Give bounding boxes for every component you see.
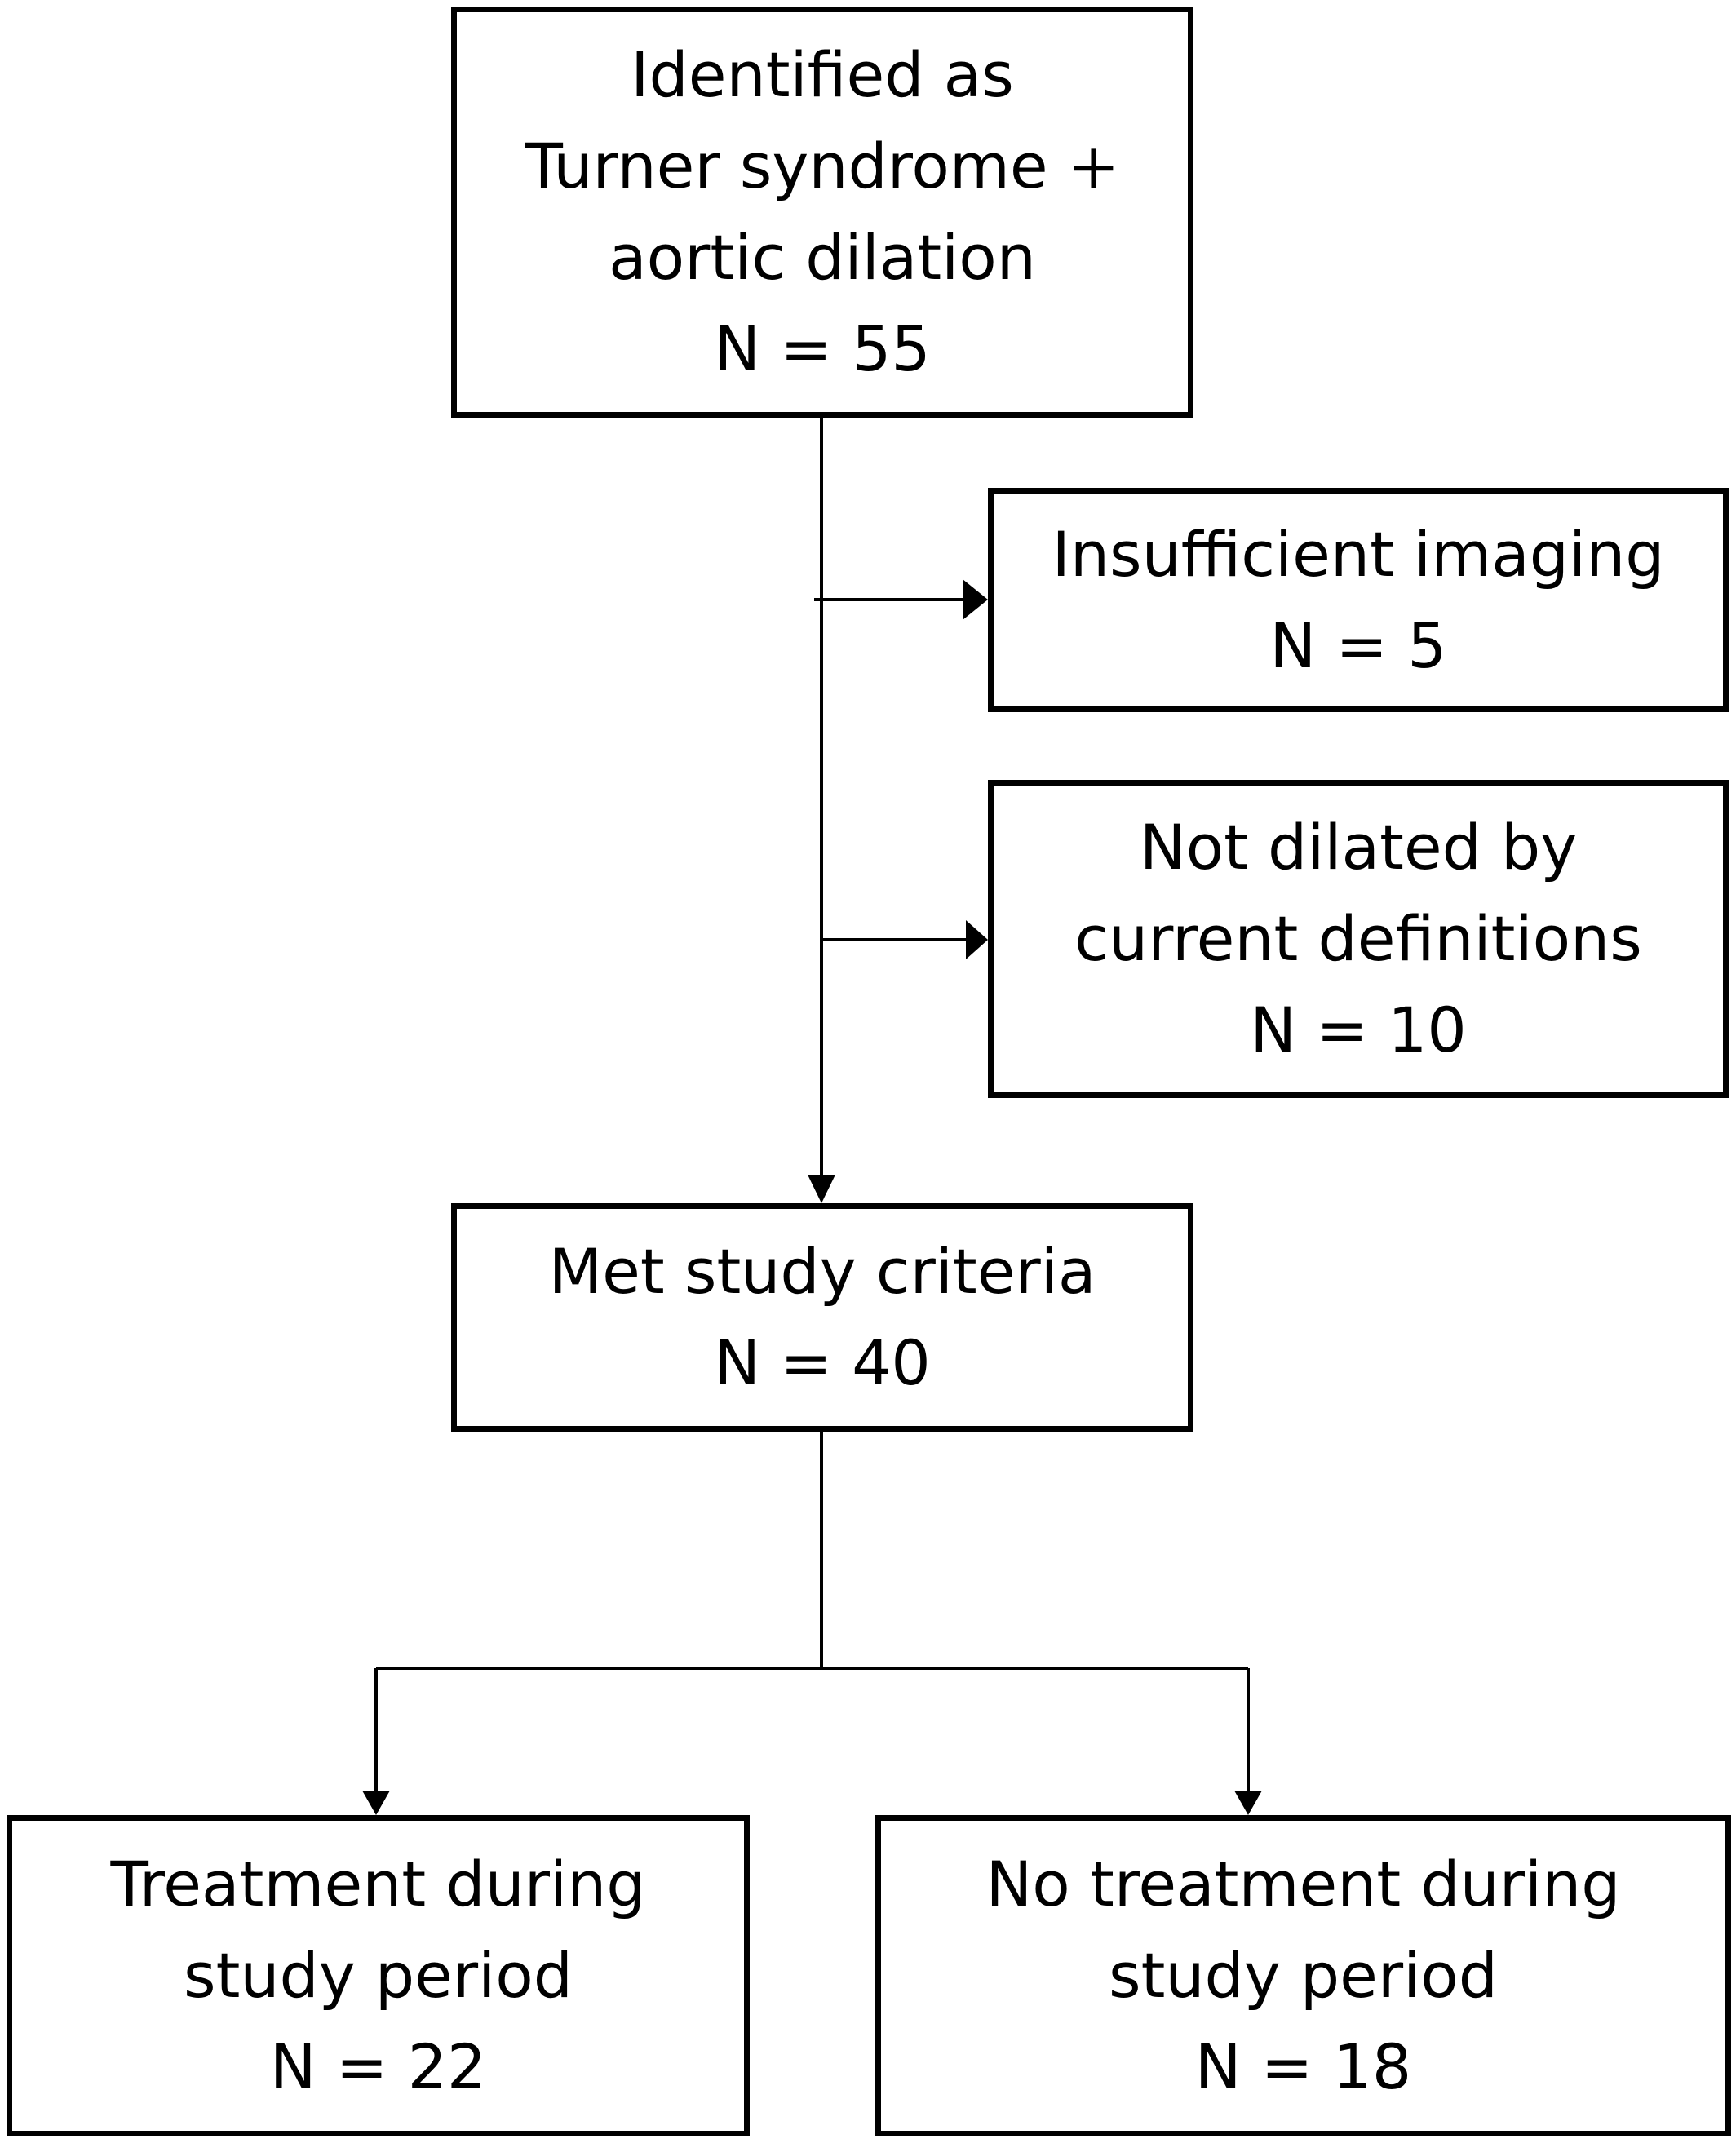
arrowhead-to-met-criteria	[808, 1175, 835, 1203]
box-treatment-during-study: Treatment during study period N = 22	[7, 1815, 750, 2136]
box-met-study-criteria: Met study criteria N = 40	[451, 1203, 1194, 1432]
box-insufficient-line-1: Insufficient imaging	[1052, 517, 1665, 591]
box-met-line-1: Met study criteria	[548, 1235, 1096, 1308]
box-insufficient-count: N = 5	[1269, 609, 1447, 682]
arrowhead-to-insufficient	[963, 579, 988, 620]
box-no-treatment-line-2: study period	[1108, 1939, 1499, 2012]
box-treatment-line-2: study period	[183, 1939, 574, 2012]
box-not-dilated: Not dilated by current definitions N = 1…	[988, 780, 1729, 1098]
box-not-dilated-count: N = 10	[1250, 994, 1467, 1066]
arrowhead-to-treatment	[362, 1791, 390, 1815]
box-no-treatment-count: N = 18	[1194, 2030, 1412, 2103]
arrowhead-to-no-treatment	[1234, 1791, 1262, 1815]
box-not-dilated-line-1: Not dilated by	[1139, 811, 1578, 883]
arrowhead-to-not-dilated	[966, 920, 988, 959]
box-identified-line-1: Identified as	[631, 38, 1014, 111]
box-no-treatment-line-1: No treatment during	[985, 1848, 1621, 1920]
box-identified-count: N = 55	[714, 312, 931, 385]
box-identified-line-2: Turner syndrome +	[525, 130, 1120, 202]
box-treatment-line-1: Treatment during	[110, 1848, 646, 1920]
box-not-dilated-line-2: current definitions	[1074, 902, 1642, 975]
box-met-count: N = 40	[714, 1326, 931, 1399]
box-treatment-count: N = 22	[269, 2030, 487, 2103]
box-identified-line-3: aortic dilation	[609, 221, 1036, 294]
box-no-treatment-during-study: No treatment during study period N = 18	[875, 1815, 1731, 2136]
box-identified-turner-aortic-dilation: Identified as Turner syndrome + aortic d…	[451, 7, 1194, 418]
box-insufficient-imaging: Insufficient imaging N = 5	[988, 488, 1729, 712]
